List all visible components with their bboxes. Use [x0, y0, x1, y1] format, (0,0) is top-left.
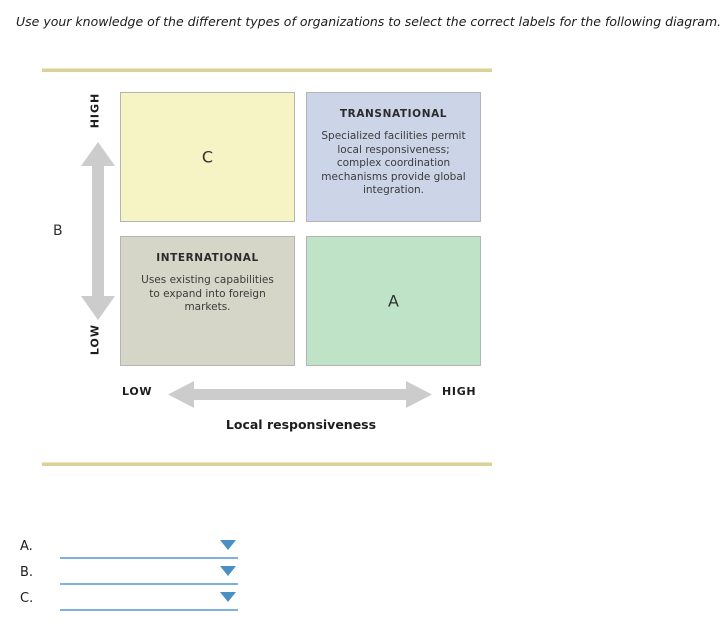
vertical-axis-low-label: LOW	[88, 323, 102, 356]
quadrant-top-left: C	[120, 92, 295, 222]
divider-top	[42, 68, 492, 72]
horizontal-axis-title: Local responsiveness	[225, 417, 377, 432]
quadrant-letter-a: A	[388, 291, 399, 311]
quadrant-title-transnational: TRANSNATIONAL	[339, 108, 448, 120]
answer-label-c: C.	[20, 591, 34, 606]
answer-dropdown-b[interactable]	[60, 561, 238, 585]
answer-dropdown-a[interactable]	[60, 535, 238, 559]
answer-row-c: C.	[0, 587, 300, 613]
answer-label-a: A.	[20, 539, 33, 554]
vertical-axis-high-label: HIGH	[88, 92, 102, 129]
vertical-double-arrow-icon	[81, 142, 115, 320]
quadrant-title-international: INTERNATIONAL	[156, 252, 259, 264]
horizontal-axis-low-label: LOW	[122, 385, 153, 398]
chevron-down-icon[interactable]	[220, 566, 236, 576]
quadrant-bottom-right: A	[306, 236, 481, 366]
quadrant-bottom-left-international: INTERNATIONAL Uses existing capabilities…	[120, 236, 295, 366]
quadrant-body-transnational: Specialized facilities permit local resp…	[321, 130, 466, 196]
question-prompt: Use your knowledge of the different type…	[16, 14, 720, 29]
answer-label-b: B.	[20, 565, 34, 580]
answer-row-b: B.	[0, 561, 300, 587]
vertical-axis-placeholder-b: B	[53, 223, 63, 239]
quadrant-letter-c: C	[201, 147, 214, 167]
horizontal-axis-high-label: HIGH	[442, 385, 477, 398]
answer-dropdown-list: A. B. C.	[0, 535, 300, 613]
chevron-down-icon[interactable]	[220, 540, 236, 550]
answer-row-a: A.	[0, 535, 300, 561]
divider-bottom	[42, 462, 492, 466]
quadrant-body-international: Uses existing capabilities to expand int…	[141, 274, 274, 313]
answer-dropdown-c[interactable]	[60, 587, 238, 611]
quadrant-top-right-transnational: TRANSNATIONAL Specialized facilities per…	[306, 92, 481, 222]
horizontal-double-arrow-icon	[168, 381, 432, 408]
chevron-down-icon[interactable]	[220, 592, 236, 602]
